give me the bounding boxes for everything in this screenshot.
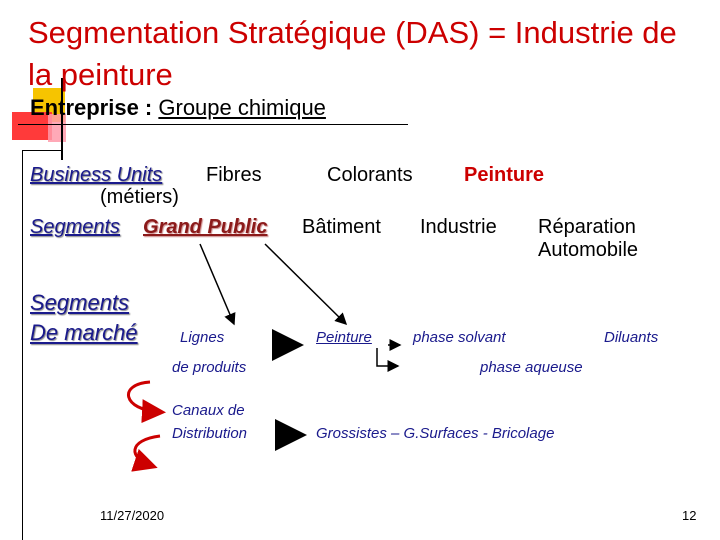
company-line: Entreprise : Groupe chimique (30, 95, 326, 121)
product-phase-solvant: phase solvant (413, 329, 506, 346)
page-title: Segmentation Stratégique (DAS) = Industr… (28, 15, 677, 92)
footer-date: 11/27/2020 (100, 508, 165, 523)
bu-fibres: Fibres (206, 164, 262, 186)
canaux-line1: Canaux de (172, 402, 245, 419)
business-units-suffix: (métiers) (100, 186, 179, 208)
vertical-rule (61, 78, 63, 160)
bu-colorants: Colorants (327, 164, 413, 186)
arrow-grand-public-to-peinture (264, 243, 348, 326)
lignes-line1: Lignes (180, 329, 225, 346)
distribution-channels: Grossistes – G.Surfaces - Bricolage (316, 425, 555, 442)
segments-marche-line2: De marché (30, 320, 138, 345)
company-value: Groupe chimique (158, 95, 326, 120)
curved-arrow-red-top (127, 380, 166, 424)
curved-arrow-red-bottom (131, 434, 161, 472)
segment-industrie: Industrie (420, 216, 497, 238)
arrow-peinture-to-aqueuse (376, 348, 400, 372)
segments-label: Segments (30, 216, 121, 238)
lignes-line2: de produits (172, 359, 247, 376)
horizontal-rule (18, 124, 408, 125)
segment-automobile: Automobile (538, 239, 639, 261)
accent-red-square (12, 112, 52, 140)
segments-marche-line1: Segments (30, 290, 130, 315)
page-number: 12 (682, 508, 697, 523)
content-left-border (22, 150, 23, 540)
bu-peinture: Peinture (464, 164, 545, 186)
product-diluants: Diluants (604, 329, 659, 346)
arrow-grand-public-to-lignes (199, 243, 236, 326)
segment-reparation: Réparation (538, 216, 636, 238)
product-phase-aqueuse: phase aqueuse (480, 359, 583, 376)
product-peinture: Peinture (316, 329, 372, 346)
company-label: Entreprise : (30, 95, 159, 120)
content-top-border (22, 150, 62, 151)
business-units-label: Business Units (30, 164, 163, 186)
segment-batiment: Bâtiment (302, 216, 381, 238)
business-units-row: Business Units (30, 164, 162, 187)
canaux-line2: Distribution (172, 425, 248, 442)
segment-grand-public: Grand Public (143, 216, 268, 238)
